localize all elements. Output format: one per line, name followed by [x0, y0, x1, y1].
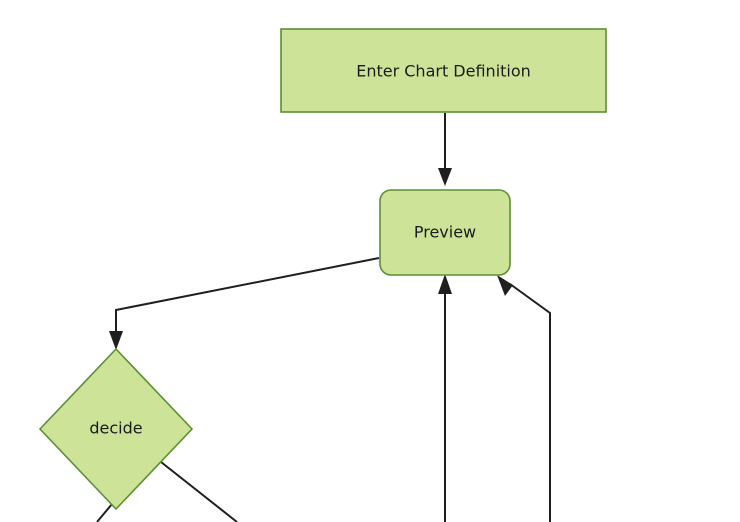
arrow-head-icon — [438, 274, 452, 294]
edge-enter-to-preview — [438, 113, 452, 186]
arrow-head-icon — [109, 331, 123, 350]
node-preview[interactable]: Preview — [379, 189, 511, 276]
arrow-head-icon — [497, 275, 513, 296]
edge-return-right-to-preview — [497, 275, 551, 522]
arrow-head-icon — [438, 168, 452, 186]
edge-line — [115, 257, 380, 336]
node-shape-diamond[interactable] — [38, 347, 194, 511]
edge-line — [96, 503, 113, 522]
edge-decide-down-left — [96, 503, 113, 522]
edge-return-center-to-preview — [438, 274, 452, 522]
edge-line — [509, 283, 551, 522]
edge-line — [160, 461, 238, 522]
node-shape-rectangle[interactable] — [280, 28, 607, 113]
node-shape-rounded-rectangle[interactable] — [379, 189, 511, 276]
edge-decide-down-right — [160, 461, 238, 522]
node-enter-chart-definition[interactable]: Enter Chart Definition — [280, 28, 607, 113]
node-decide[interactable]: decide — [38, 347, 194, 511]
edge-preview-to-decide — [109, 257, 380, 350]
